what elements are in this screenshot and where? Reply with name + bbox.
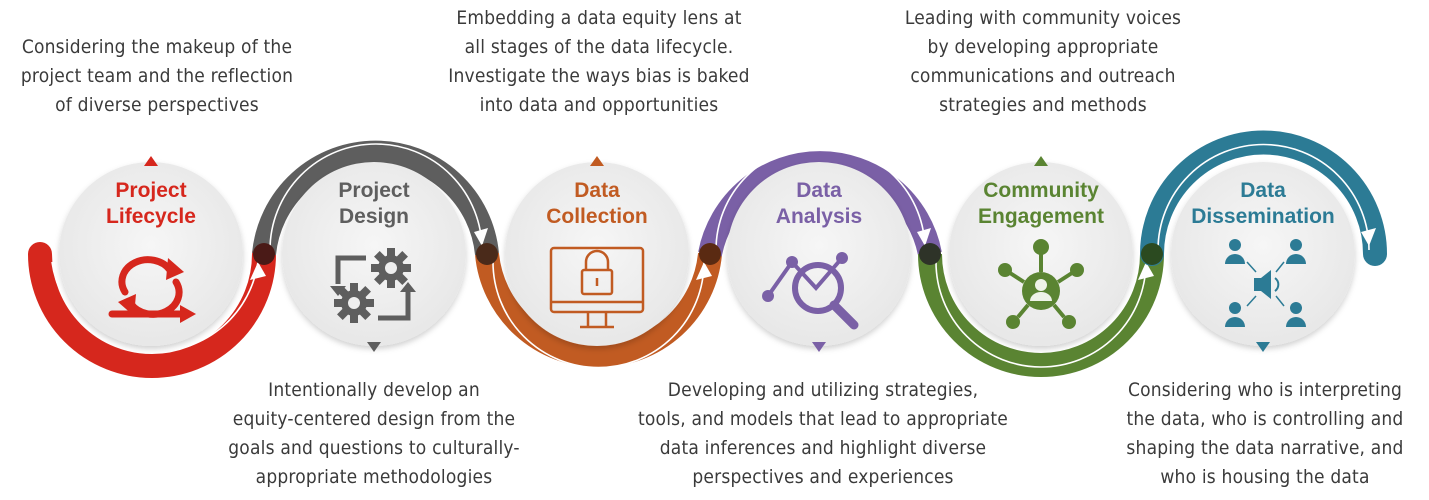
- stage-title-data-analysis: Data Analysis: [775, 179, 863, 228]
- stage-title-data-collection: Data Collection: [546, 179, 648, 228]
- stage-title-community-engagement: Community Engagement: [977, 179, 1105, 228]
- pointer-down-icon: [812, 342, 826, 352]
- lifecycle-arc-3: [475, 252, 722, 369]
- stage-caption-project-design: Intentionally develop an equity-centered…: [228, 379, 520, 488]
- stage-caption-data-collection: Embedding a data equity lens at all stag…: [448, 7, 750, 116]
- stage-title-project-lifecycle: Project Lifecycle: [106, 179, 196, 228]
- pointer-up-icon: [590, 156, 604, 166]
- junction-dot: [476, 243, 498, 265]
- stage-title-project-design: Project Design: [338, 179, 410, 228]
- speaker-people-icon: [1225, 239, 1306, 327]
- lifecycle-arc-1: [28, 242, 276, 378]
- stage-discs: [59, 162, 1355, 346]
- lifecycle-arc-2: [252, 140, 499, 256]
- stage-caption-data-analysis: Developing and utilizing strategies, too…: [638, 379, 1008, 488]
- pointer-up-icon: [1034, 156, 1048, 166]
- stage-title-data-dissemination: Data Dissemination: [1191, 179, 1335, 228]
- lifecycle-arc-5: [918, 253, 1164, 377]
- stage-disc-1: [59, 162, 243, 346]
- stage-disc-6: [1171, 162, 1355, 346]
- stage-disc-2: [282, 162, 466, 346]
- pointer-down-icon: [1256, 342, 1270, 352]
- secure-monitor-icon: [549, 246, 645, 329]
- junction-dot: [253, 243, 275, 265]
- gears-icon: [330, 248, 416, 323]
- magnifier-chart-icon: [762, 252, 859, 330]
- community-network-icon: [998, 239, 1084, 329]
- stage-disc-4: [727, 162, 911, 346]
- stage-caption-project-lifecycle: Considering the makeup of the project te…: [20, 36, 294, 116]
- junction-dot: [919, 243, 941, 265]
- lifecycle-arc-6: [1140, 130, 1387, 266]
- pointer-down-icon: [367, 342, 381, 352]
- junction-dot: [1141, 243, 1163, 265]
- pointer-up-icon: [144, 156, 158, 166]
- junction-dot: [699, 243, 721, 265]
- stage-caption-data-dissemination: Considering who is interpreting the data…: [1126, 379, 1404, 488]
- stage-caption-community-engagement: Leading with community voices by develop…: [904, 7, 1182, 116]
- lifecycle-cycle-icon: [108, 256, 196, 323]
